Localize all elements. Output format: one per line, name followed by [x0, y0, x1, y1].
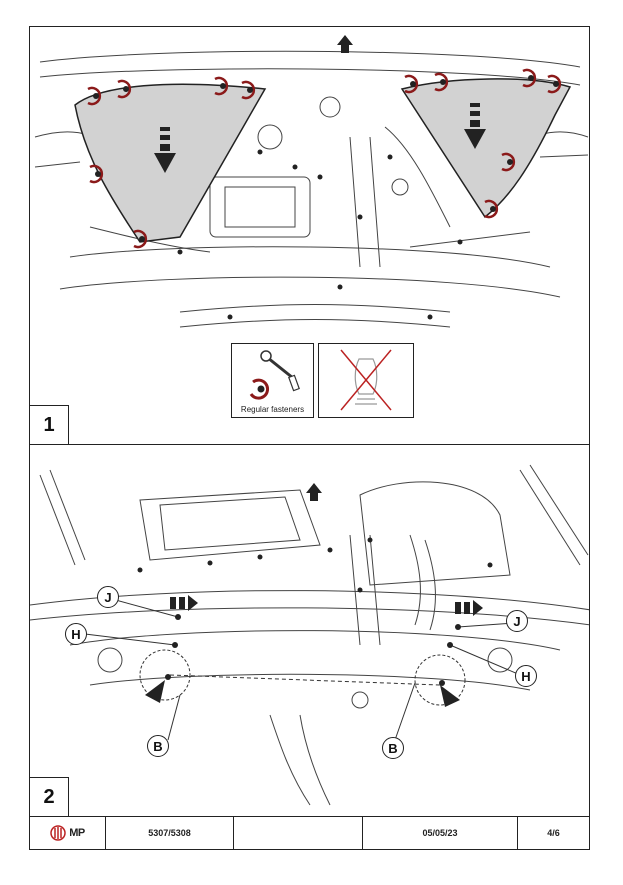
brand-logo-text: MP — [69, 827, 85, 839]
document-date: 05/05/23 — [363, 817, 518, 849]
up-arrow-icon — [306, 483, 322, 501]
step-number: 1 — [30, 405, 69, 444]
remove-direction-arrows — [170, 595, 483, 616]
fastener-markers — [87, 68, 562, 249]
tool-inset: Regular fasteners — [231, 343, 314, 418]
blank-cell — [234, 817, 363, 849]
rear-subframe-drawing — [30, 464, 589, 806]
callout-h-left: H — [65, 623, 87, 645]
right-splash-shield — [400, 78, 572, 219]
underbody-shields-drawing — [34, 35, 589, 328]
detail-circle-left — [139, 649, 191, 701]
down-arrow-icon — [464, 103, 486, 149]
down-arrow-icon — [154, 127, 176, 173]
step-1-panel: Regular fasteners 1 — [30, 27, 589, 445]
callout-b-left: B — [147, 735, 169, 757]
callout-j-right: J — [506, 610, 528, 632]
page-number: 4/6 — [547, 828, 560, 838]
step-2-panel: J H B J H B 2 — [30, 445, 589, 816]
callout-j-left: J — [97, 586, 119, 608]
do-not-lift-inset — [318, 343, 414, 418]
jack-stand-icon — [354, 358, 378, 405]
footer-bar: MP 5307/5308 05/05/23 4/6 — [30, 816, 589, 849]
left-splash-shield — [74, 83, 267, 243]
model-number: 5307/5308 — [106, 817, 234, 849]
pry-arrow-icon — [145, 680, 460, 707]
fastener-rotate-icon — [249, 378, 269, 400]
tool-caption: Regular fasteners — [240, 405, 305, 414]
callout-b-right: B — [382, 737, 404, 759]
step-number: 2 — [30, 777, 69, 816]
detail-circle-right — [414, 654, 466, 706]
up-arrow-icon — [337, 35, 353, 53]
prohibited-cross-icon — [340, 349, 392, 411]
brand-logo: MP — [30, 817, 106, 849]
brand-logo-icon — [50, 825, 66, 841]
callout-h-right: H — [515, 665, 537, 687]
ratchet-wrench-icon — [260, 350, 300, 392]
instruction-sheet: Regular fasteners 1 — [29, 26, 590, 850]
